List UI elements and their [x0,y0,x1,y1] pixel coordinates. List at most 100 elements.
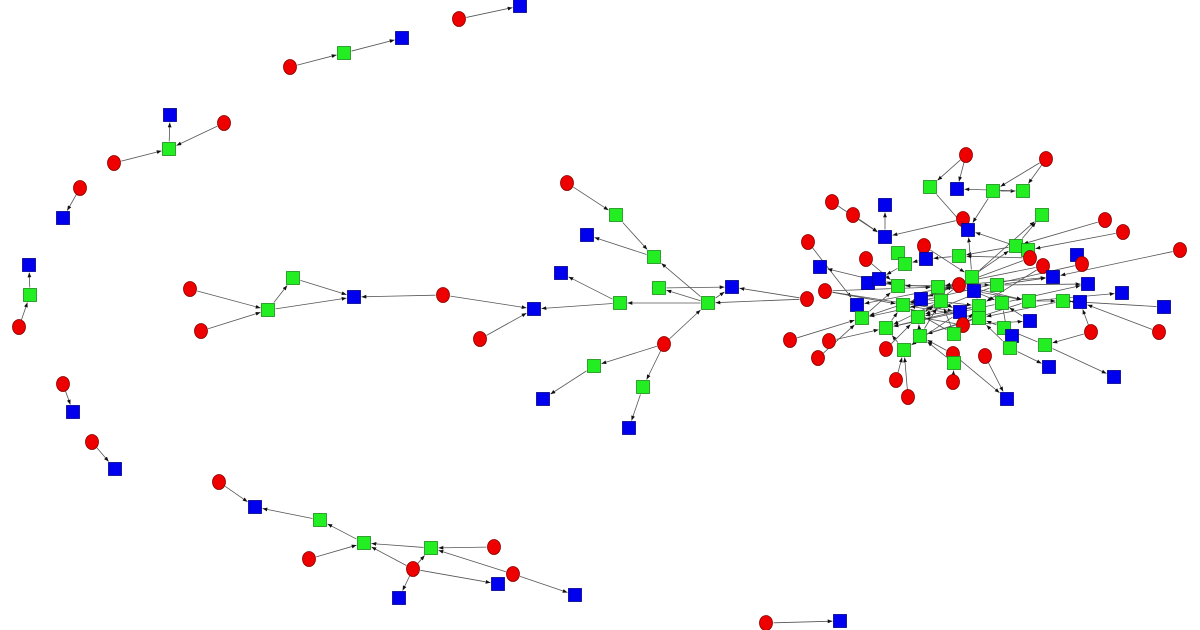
green-square-node [701,296,715,310]
blue-square-node [1005,329,1019,343]
red-circle-node [1023,250,1037,266]
blue-square-node [833,614,847,628]
edge-arrow [927,339,947,351]
edge-arrow [986,302,1056,318]
green-square-node [990,278,1004,292]
edge-arrow [316,544,357,558]
edge-arrow [262,507,313,519]
edge-arrow [568,276,613,300]
edge-arrow [891,335,899,343]
green-square-node [337,46,351,60]
red-circle-node [879,341,893,357]
red-circle-node [212,474,226,490]
edge-arrow [1035,233,1116,250]
edge-arrow [371,542,424,548]
edge-arrow [981,291,1022,301]
blue-square-node [919,252,933,266]
red-circle-node [800,291,814,307]
red-circle-node [1036,258,1050,274]
red-circle-node [1098,212,1112,228]
red-circle-node [1039,151,1053,167]
red-circle-node [889,372,903,388]
green-square-node [261,303,275,317]
edge-arrow [438,549,506,573]
green-square-node [913,329,927,343]
blue-square-node [1042,360,1056,374]
edge-arrow [1000,162,1040,187]
green-square-node [1009,239,1023,253]
edge-arrow [21,302,28,321]
edge-arrow [958,358,1000,394]
red-circle-node [12,319,26,335]
edge-arrow [1087,304,1153,330]
edge-arrow [275,296,347,310]
edge-arrow [891,324,911,344]
red-circle-node [1075,256,1089,272]
red-circle-node [283,59,297,75]
blue-square-node [878,198,892,212]
green-square-node [947,356,961,370]
red-circle-node [978,348,992,364]
blue-square-node [1023,314,1037,328]
edge-arrow [1004,282,1081,287]
blue-square-node [56,211,70,225]
edge-arrow [669,309,701,340]
edge-arrow [966,254,1023,259]
blue-square-node [1073,295,1087,309]
edge-arrow [892,220,956,237]
blue-square-node [953,305,967,319]
edge-arrow [666,289,701,302]
blue-square-node [66,405,80,419]
edge-arrow [402,575,411,591]
edge-arrow [417,555,425,564]
edge-arrow [167,122,172,142]
red-circle-node [194,323,208,339]
edge-arrow [96,447,109,462]
blue-square-node [950,182,964,196]
red-circle-node [73,180,87,196]
blue-square-node [878,230,892,244]
red-circle-node [657,336,671,352]
red-circle-node [959,147,973,163]
blue-square-node [22,258,36,272]
edge-arrow [886,267,898,276]
green-square-node [652,281,666,295]
edge-arrow [1028,164,1042,184]
green-square-node [1056,294,1070,308]
edge-arrow [631,394,641,421]
blue-square-node [491,577,505,591]
green-square-node [587,359,601,373]
green-square-node [891,246,905,260]
edge-arrow [891,312,898,321]
blue-square-node [108,462,122,476]
red-circle-node [1084,324,1098,340]
edge-arrow [224,485,248,503]
green-square-node [1003,341,1017,355]
green-square-node [896,298,910,312]
edge-arrow [947,303,953,309]
edge-arrow [869,292,891,312]
edge-arrow [1060,251,1173,277]
red-circle-node [560,175,574,191]
edges-layer [21,6,1173,624]
edge-arrow [351,39,395,52]
green-square-node [1016,184,1030,198]
edge-arrow [858,218,878,233]
edge-arrow [886,281,892,286]
edge-arrow [715,291,725,299]
edge-arrow [450,295,527,310]
red-circle-node [56,376,70,392]
blue-square-node [1081,277,1095,291]
edge-arrow [897,357,903,373]
edge-arrow [937,159,961,181]
green-square-node [923,180,937,194]
green-square-node [972,311,986,325]
red-circle-node [436,287,450,303]
blue-square-node [536,392,550,406]
green-square-node [162,142,176,156]
red-circle-node [859,251,873,267]
edge-arrow [1082,309,1089,326]
blue-square-node [967,284,981,298]
edge-arrow [65,390,71,405]
edge-arrow [1052,348,1107,374]
